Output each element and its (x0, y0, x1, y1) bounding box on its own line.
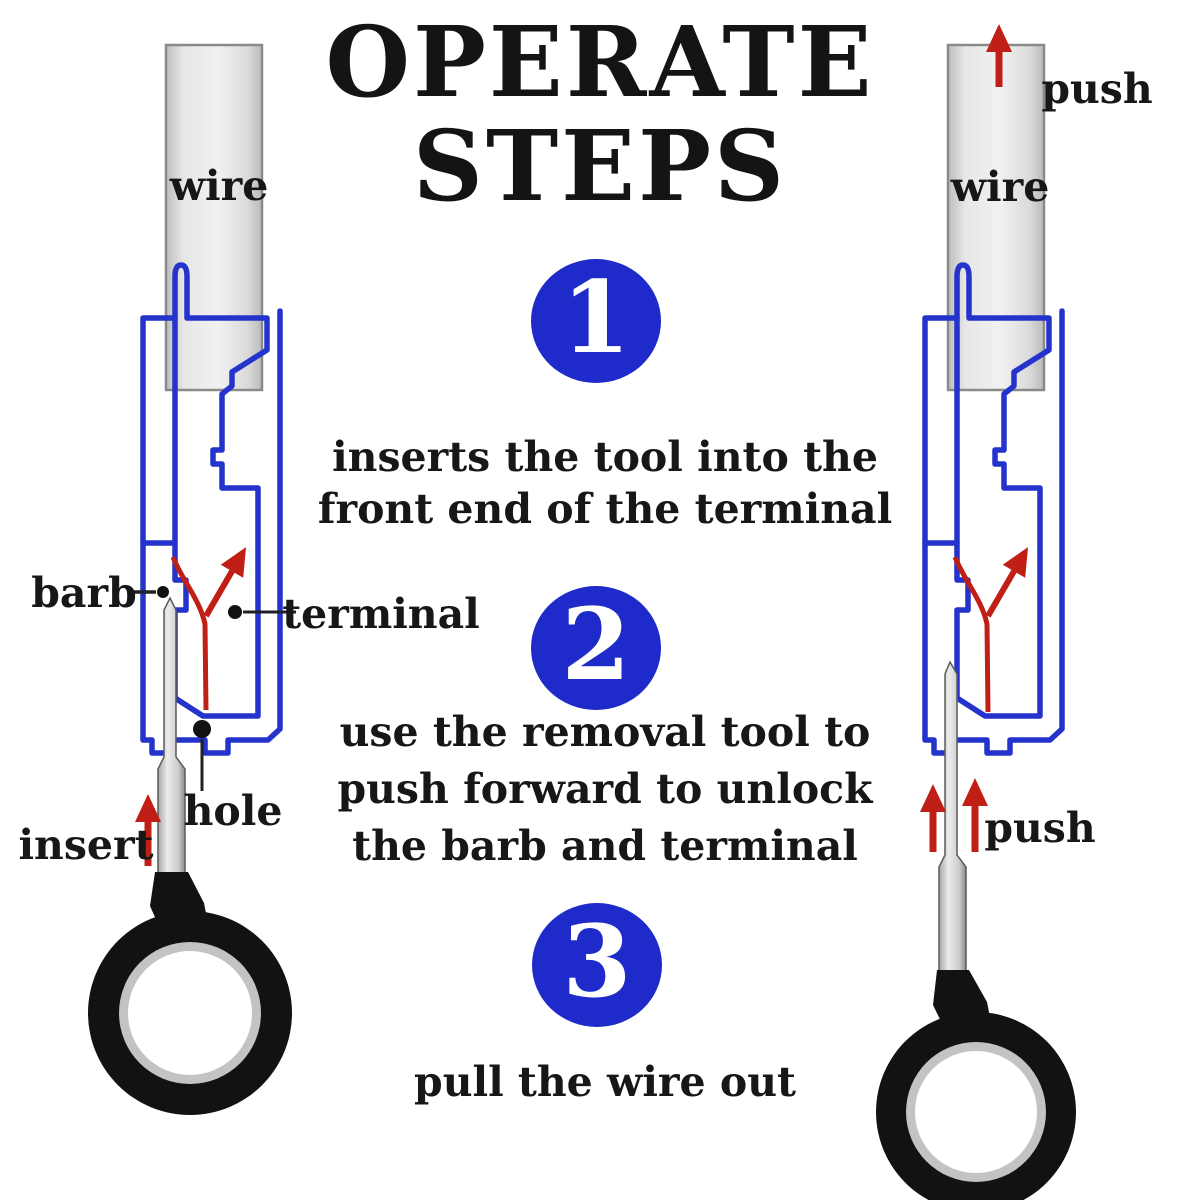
wire-label-right: wire (950, 163, 1050, 211)
hole-label: hole (183, 787, 283, 835)
step-2-badge: 2 (531, 586, 661, 710)
push-top-label: push (1041, 65, 1153, 113)
barb-line-left (170, 556, 209, 711)
tool-ring-hole-right (915, 1051, 1037, 1173)
title-line-1: OPERATE (325, 5, 875, 119)
step-2-line-1: use the removal tool to (339, 708, 871, 756)
step-3-text: pull the wire out (265, 1056, 945, 1108)
step-1-line-2: front end of the terminal (317, 485, 893, 533)
wire-left (164, 43, 264, 392)
terminal-label: terminal (282, 590, 480, 638)
terminal-callout-dot (228, 605, 242, 619)
step-1-text: inserts the tool into the front end of t… (265, 431, 945, 535)
insert-label: insert (18, 821, 154, 869)
barb-callout-dot (157, 586, 169, 598)
hole-callout-dot (193, 720, 211, 738)
step-2-line-2: push forward to unlock (337, 765, 873, 813)
push-bottom-label: push (984, 804, 1096, 852)
step-2-text: use the removal tool to push forward to … (265, 704, 945, 875)
title-line-2: STEPS (412, 109, 788, 223)
wire-label-left: wire (169, 162, 269, 210)
tool-ring-hole-left (128, 951, 252, 1075)
barb-label: barb (31, 569, 137, 617)
step-1-line-1: inserts the tool into the (332, 433, 878, 481)
wire-right (946, 43, 1046, 392)
step-3-badge: 3 (532, 903, 662, 1027)
right-terminal-diagram (876, 24, 1076, 1200)
page-title: OPERATE STEPS (0, 10, 1200, 218)
barb-line-right (952, 556, 991, 713)
left-terminal-diagram (88, 43, 296, 1115)
unlock-arrow-icon-left (203, 547, 247, 618)
unlock-arrow-icon-right (985, 547, 1029, 618)
removal-tool-pin-left (157, 596, 186, 875)
step-2-line-3: the barb and terminal (352, 822, 858, 870)
step-3-line-1: pull the wire out (414, 1058, 796, 1106)
step-1-badge: 1 (531, 259, 661, 383)
